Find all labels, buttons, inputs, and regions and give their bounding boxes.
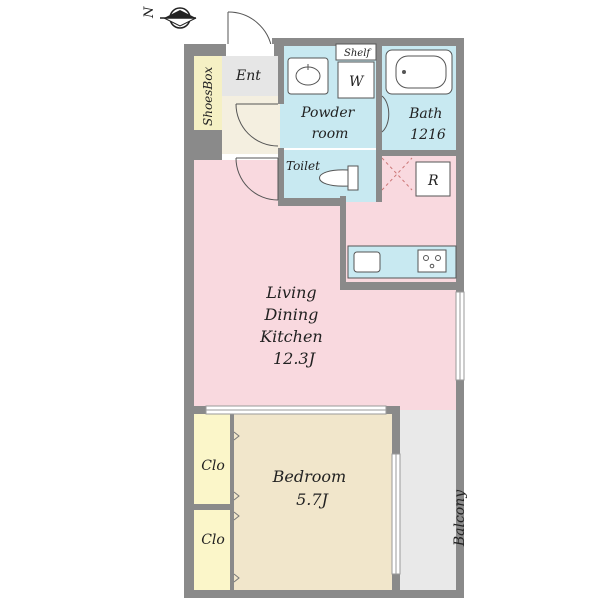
entrance-door — [226, 11, 274, 56]
closet-lower-area — [194, 510, 232, 592]
stove — [417, 249, 447, 273]
powder-room-door — [235, 103, 279, 147]
fridge-space-marker — [381, 157, 413, 191]
label-bedroom-line2: 5.7J — [296, 490, 329, 509]
label-ldk-line2: Dining — [263, 305, 318, 324]
label-powder-room-line2: room — [312, 126, 349, 142]
label-washer: W — [349, 74, 365, 90]
label-bath: Bath 1216 — [408, 106, 447, 143]
balcony-area — [400, 410, 458, 592]
closet-upper-area — [194, 414, 232, 506]
label-ldk-line1: Living — [265, 283, 316, 302]
label-bath-line2: 1216 — [410, 127, 446, 143]
label-toilet: Toilet — [286, 159, 320, 173]
shelf — [335, 43, 377, 61]
label-bedroom: Bedroom 5.7J — [272, 467, 352, 509]
label-bath-line1: Bath — [408, 106, 442, 122]
label-ldk-line3: Kitchen — [259, 327, 323, 346]
entrance-step — [222, 96, 280, 154]
label-balcony: Balcony — [452, 489, 468, 547]
wash-basin — [287, 57, 329, 95]
label-powder-room-line1: Powder — [300, 105, 356, 121]
label-powder-room: Powder room — [300, 105, 359, 142]
entrance-area — [222, 56, 280, 96]
washer-box — [337, 61, 375, 99]
toilet-fixture — [319, 165, 359, 191]
shoes-box-area — [192, 56, 222, 130]
label-shoes-box: ShoesBox — [201, 67, 215, 126]
label-bedroom-line1: Bedroom — [272, 467, 347, 486]
label-shelf: Shelf — [344, 48, 372, 59]
bath-door — [381, 95, 390, 133]
label-entrance: Ent — [235, 68, 261, 84]
label-ldk: Living Dining Kitchen 12.3J — [259, 283, 328, 368]
label-refrigerator: R — [427, 173, 439, 189]
bathtub — [385, 49, 453, 95]
compass: N — [142, 6, 197, 29]
label-closet-lower: Clo — [201, 532, 225, 548]
closet-door-markers — [233, 431, 240, 583]
label-closet-upper: Clo — [201, 458, 225, 474]
entrance-inner-door — [235, 157, 279, 201]
kitchen-counter — [347, 245, 457, 279]
bedroom-area — [232, 414, 396, 592]
refrigerator-box — [415, 161, 451, 197]
label-ldk-line4: 12.3J — [273, 349, 317, 368]
north-label: N — [142, 6, 157, 19]
